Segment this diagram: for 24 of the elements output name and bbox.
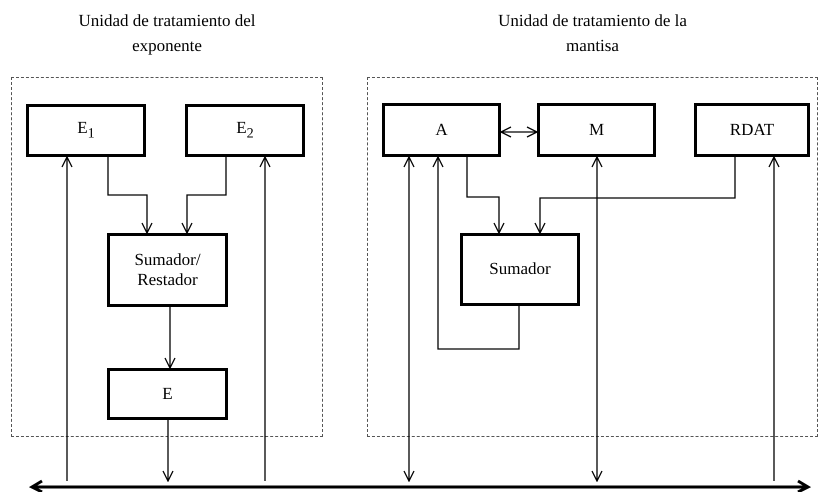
register-box: E$_{1}$ [26, 104, 146, 157]
arrow [591, 156, 603, 482]
register-box: Sumador/ Restador [107, 233, 228, 307]
unit-heading: Unidad de tratamiento del exponente [77, 10, 257, 57]
arrow [162, 420, 174, 482]
unit-heading: Unidad de tratamiento de la mantisa [498, 10, 688, 57]
arrow [403, 156, 415, 482]
arrow [768, 156, 780, 481]
register-box: M [537, 103, 656, 157]
arrow [466, 157, 505, 234]
arrow [534, 157, 736, 234]
register-box: RDAT [694, 103, 810, 157]
arrow [432, 156, 520, 350]
bus-line [30, 481, 810, 492]
register-box: A [382, 103, 501, 157]
register-box: Sumador [460, 233, 580, 306]
arrow [500, 126, 538, 138]
register-box: E [107, 368, 228, 420]
arrow [181, 157, 227, 234]
arrow [259, 156, 271, 481]
register-box: E$_{2}$ [185, 104, 305, 157]
arrow [164, 307, 176, 369]
arrow [107, 157, 153, 234]
arrow [61, 156, 73, 481]
